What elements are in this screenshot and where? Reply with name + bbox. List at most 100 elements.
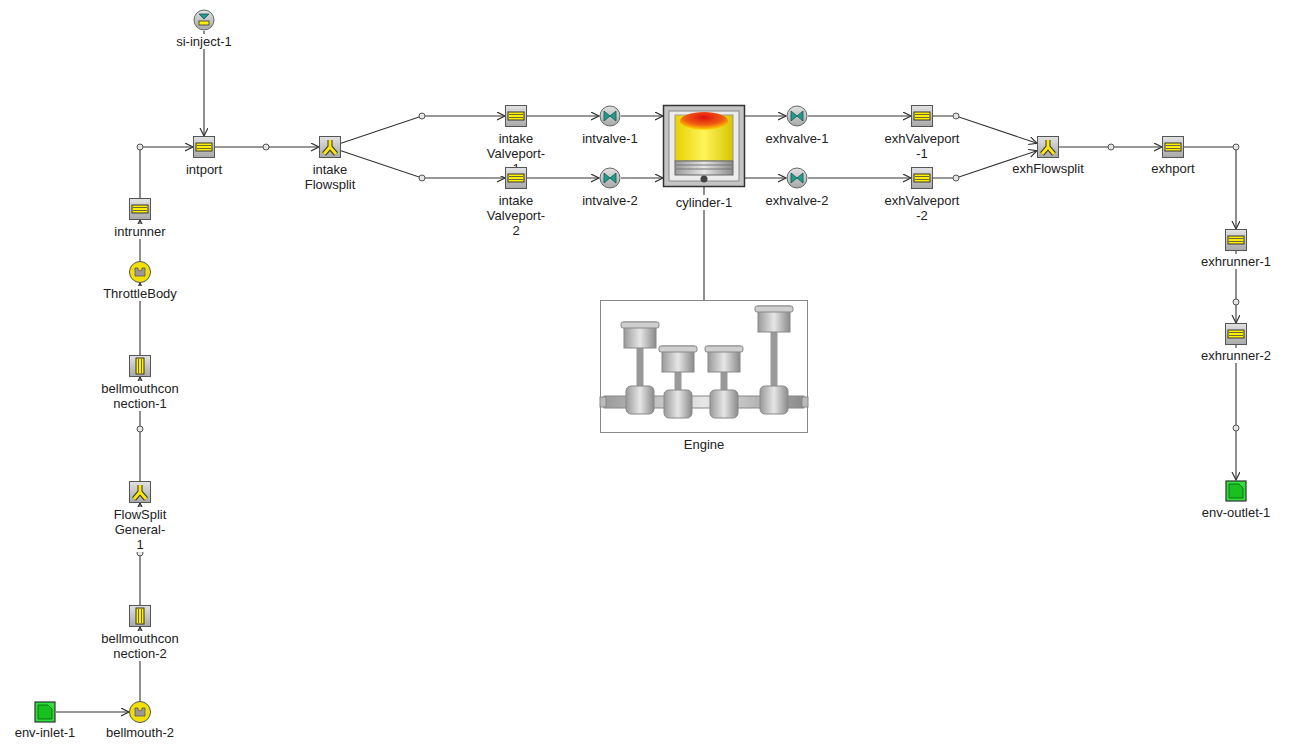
junction-dot	[1233, 144, 1239, 150]
icon-shape	[1226, 230, 1247, 251]
icon-shape	[141, 609, 142, 623]
pipe-icon	[1225, 229, 1247, 251]
icon-shape	[1229, 241, 1243, 242]
environment-icon	[34, 701, 56, 723]
icon-shape	[1038, 137, 1059, 158]
environment-icon-node: env-outlet-1	[1225, 480, 1247, 502]
valve-icon	[786, 167, 808, 189]
environment-icon	[1225, 480, 1247, 502]
flow-connector	[1184, 147, 1236, 229]
junction-dot	[1233, 425, 1239, 431]
icon-shape	[915, 114, 929, 115]
pipe-icon-node: exhrunner-2	[1225, 323, 1247, 345]
icon-shape	[130, 199, 151, 220]
component-label: ThrottleBody	[101, 286, 179, 301]
component-label: intport	[184, 162, 224, 177]
icon-shape	[791, 111, 803, 121]
icon-shape	[659, 346, 697, 352]
icon-shape	[664, 106, 745, 187]
icon-shape	[915, 179, 929, 180]
icon-shape	[320, 137, 341, 158]
icon-shape	[1229, 484, 1243, 498]
icon-shape	[509, 117, 523, 118]
icon-shape	[791, 173, 803, 183]
icon-shape	[136, 608, 144, 624]
cylinder-icon-node: cylinder-1	[663, 105, 745, 187]
icon-shape	[509, 179, 523, 180]
pipe-icon	[911, 105, 933, 127]
valve-icon-node: intvalve-2	[599, 167, 621, 189]
icon-shape	[914, 174, 930, 182]
icon-shape	[621, 322, 659, 328]
junction-dot	[263, 144, 269, 150]
icon-shape	[914, 112, 930, 120]
component-label: exhvalve-2	[764, 193, 831, 208]
icon-shape	[133, 210, 147, 211]
icon-shape	[626, 386, 654, 414]
flow-connector	[621, 177, 663, 178]
flow-connector	[745, 177, 786, 178]
pipe-icon-node: exhValveport -1	[911, 105, 933, 127]
icon-shape	[194, 137, 215, 158]
icon-shape	[669, 111, 739, 181]
icon-shape	[196, 143, 212, 151]
icon-shape	[601, 301, 808, 433]
component-label: cylinder-1	[674, 195, 734, 210]
icon-shape	[506, 106, 527, 127]
icon-shape	[1163, 137, 1184, 158]
flow-connector	[527, 115, 599, 116]
valve-icon	[599, 105, 621, 127]
icon-shape	[1166, 148, 1180, 149]
icon-shape	[675, 161, 733, 175]
icon-shape	[600, 397, 606, 407]
icon-shape	[138, 609, 139, 623]
component-label: exhrunner-2	[1199, 348, 1273, 363]
icon-shape	[710, 390, 738, 418]
component-label: exhport	[1149, 161, 1196, 176]
component-label: bellmouth-2	[104, 725, 176, 740]
icon-shape	[915, 176, 929, 177]
icon-shape	[664, 390, 692, 418]
icon-shape	[130, 356, 151, 377]
valve-icon-node: exhvalve-2	[786, 167, 808, 189]
pipe-icon	[1162, 136, 1184, 158]
component-label: env-outlet-1	[1200, 505, 1273, 520]
icon-shape	[760, 386, 788, 414]
icon-shape	[1042, 140, 1054, 154]
pipe-icon	[193, 136, 215, 158]
component-label: bellmouthcon nection-1	[99, 381, 180, 411]
bellmouth-icon	[129, 261, 151, 283]
icon-shape	[680, 112, 728, 130]
junction-dot	[953, 175, 959, 181]
pipe-icon-node: exhrunner-1	[1225, 229, 1247, 251]
flow-connector	[808, 115, 911, 116]
component-label: intake Valveport-2	[485, 193, 547, 238]
junction-dot	[137, 144, 143, 150]
icon-shape	[755, 306, 793, 312]
icon-shape	[787, 168, 807, 188]
icon-shape	[141, 359, 142, 373]
icon-shape	[508, 112, 524, 120]
pipe-icon	[129, 198, 151, 220]
pipe-icon-node: intake Valveport-1	[505, 105, 527, 127]
icon-shape	[135, 708, 145, 716]
engine-icon	[600, 300, 808, 433]
flow-connector	[341, 151, 505, 178]
icon-shape	[604, 173, 616, 183]
icon-shape	[604, 111, 616, 121]
icon-shape	[705, 346, 743, 352]
flowsplit-icon-node: FlowSplit General-1	[129, 481, 151, 503]
pipe-icon	[505, 167, 527, 189]
icon-shape	[915, 117, 929, 118]
flow-connector	[621, 115, 663, 116]
bellmouth-icon	[129, 701, 151, 723]
icon-shape	[130, 482, 151, 503]
icon-shape	[134, 485, 146, 499]
flow-connector	[56, 711, 129, 712]
icon-shape	[197, 148, 211, 149]
component-label: env-inlet-1	[13, 725, 78, 740]
flow-connector	[527, 177, 599, 178]
icon-shape	[600, 106, 620, 126]
valve-icon-node: exhvalve-1	[786, 105, 808, 127]
